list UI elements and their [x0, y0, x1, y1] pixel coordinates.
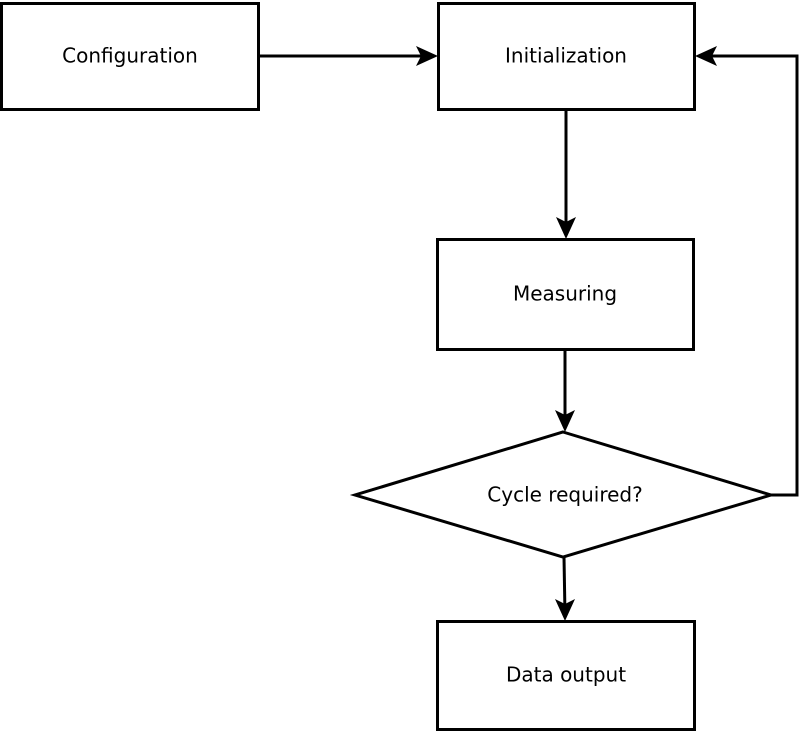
node-initialization[interactable]: Initialization	[437, 2, 696, 111]
node-measuring[interactable]: Measuring	[436, 238, 695, 351]
edge-cycle-required-to-data-output	[555, 556, 575, 621]
node-data-output[interactable]: Data output	[436, 620, 696, 731]
initialization-label: Initialization	[505, 44, 627, 68]
node-cycle-required[interactable]: Cycle required?	[349, 430, 777, 559]
initialization-box[interactable]	[437, 2, 696, 111]
arrow-head-into-data-output-top	[555, 599, 575, 621]
arrow-head-into-initialization-left	[416, 46, 438, 66]
data-output-box[interactable]	[436, 620, 696, 731]
configuration-label: Configuration	[62, 44, 198, 68]
cycle-required-label: Cycle required?	[487, 483, 642, 507]
arrow-head-into-measuring-top	[556, 217, 576, 239]
edge-line-feedback-loop	[701, 54, 799, 497]
node-configuration[interactable]: Configuration	[0, 2, 260, 111]
measuring-label: Measuring	[513, 282, 617, 306]
edge-measuring-to-cycle-required	[555, 350, 575, 432]
edge-cycle-required-to-initialization-feedback	[695, 46, 799, 497]
measuring-box[interactable]	[436, 238, 695, 351]
configuration-box[interactable]	[0, 2, 260, 111]
arrow-head-into-initialization-right	[695, 46, 717, 66]
arrow-head-into-decision-top	[555, 410, 575, 432]
data-output-label: Data output	[506, 663, 626, 687]
edge-configuration-to-initialization	[259, 46, 438, 66]
edge-initialization-to-measuring	[556, 110, 576, 239]
cycle-required-diamond[interactable]	[349, 430, 777, 559]
